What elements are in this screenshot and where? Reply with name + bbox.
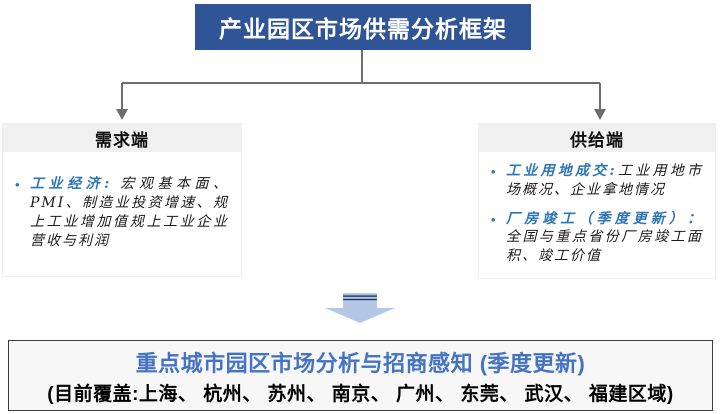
supply-panel: 供给端 • 工业用地成交:工业用地市场概况、企业拿地情况 • 厂房竣工（季度更新…	[478, 123, 716, 279]
bullet-keyword: 工业用地成交:	[506, 163, 617, 179]
arrowhead-down-right-icon	[594, 109, 606, 120]
list-item: • 工业经济: 宏观基本面、PMI、制造业投资增速、规上工业增加值规上工业企业营…	[15, 175, 229, 250]
connector-lines	[121, 50, 601, 110]
bullet-keyword: 厂房竣工（季度更新）：	[506, 210, 703, 227]
supply-panel-body: • 工业用地成交:工业用地市场概况、企业拿地情况 • 厂房竣工（季度更新）： 全…	[479, 152, 715, 278]
bullet-text: 工业用地成交:工业用地市场概况、企业拿地情况	[506, 162, 703, 200]
bullet-text: 厂房竣工（季度更新）： 全国与重点省份厂房竣工面积、竣工价值	[506, 210, 703, 266]
supply-panel-header: 供给端	[479, 124, 715, 152]
bullet-text: 工业经济: 宏观基本面、PMI、制造业投资增速、规上工业增加值规上工业企业营收与…	[30, 175, 229, 250]
bullet-keyword: 工业经济:	[30, 176, 112, 193]
bullet-icon: •	[15, 177, 20, 193]
supply-panel-title: 供给端	[570, 130, 624, 150]
bottom-banner-title: 重点城市园区市场分析与招商感知 (季度更新)	[135, 350, 586, 376]
flow-arrow-stripe-line	[343, 298, 377, 301]
bullet-detail: 全国与重点省份厂房竣工面积、竣工价值	[506, 229, 703, 265]
bullet-detail: 宏观基本面、PMI、制造业投资增速、规上工业增加值规上工业企业营收与利润	[30, 176, 230, 249]
diagram-title-box: 产业园区市场供需分析框架	[195, 4, 531, 50]
flow-down-arrow-icon	[325, 293, 395, 323]
diagram-title: 产业园区市场供需分析框架	[219, 16, 507, 42]
list-item: • 工业用地成交:工业用地市场概况、企业拿地情况	[491, 162, 703, 200]
demand-panel-header: 需求端	[3, 124, 241, 152]
demand-panel-title: 需求端	[95, 130, 149, 150]
bullet-detail: 工业用地市场概况、企业拿地情况	[506, 163, 704, 198]
arrowhead-down-left-icon	[116, 109, 128, 120]
bottom-banner: 重点城市园区市场分析与招商感知 (季度更新) (目前覆盖:上海、 杭州、 苏州、…	[8, 340, 713, 411]
list-item: • 厂房竣工（季度更新）： 全国与重点省份厂房竣工面积、竣工价值	[491, 210, 703, 266]
bullet-icon: •	[491, 211, 496, 227]
flow-arrow-stripe-line	[343, 295, 377, 297]
demand-panel: 需求端 • 工业经济: 宏观基本面、PMI、制造业投资增速、规上工业增加值规上工…	[2, 123, 242, 277]
demand-panel-body: • 工业经济: 宏观基本面、PMI、制造业投资增速、规上工业增加值规上工业企业营…	[3, 152, 241, 276]
bottom-banner-subtitle: (目前覆盖:上海、 杭州、 苏州、 南京、 广州、 东莞、 武汉、 福建区域)	[47, 383, 674, 405]
flow-down-arrow-body	[325, 293, 395, 323]
bullet-icon: •	[491, 164, 496, 179]
